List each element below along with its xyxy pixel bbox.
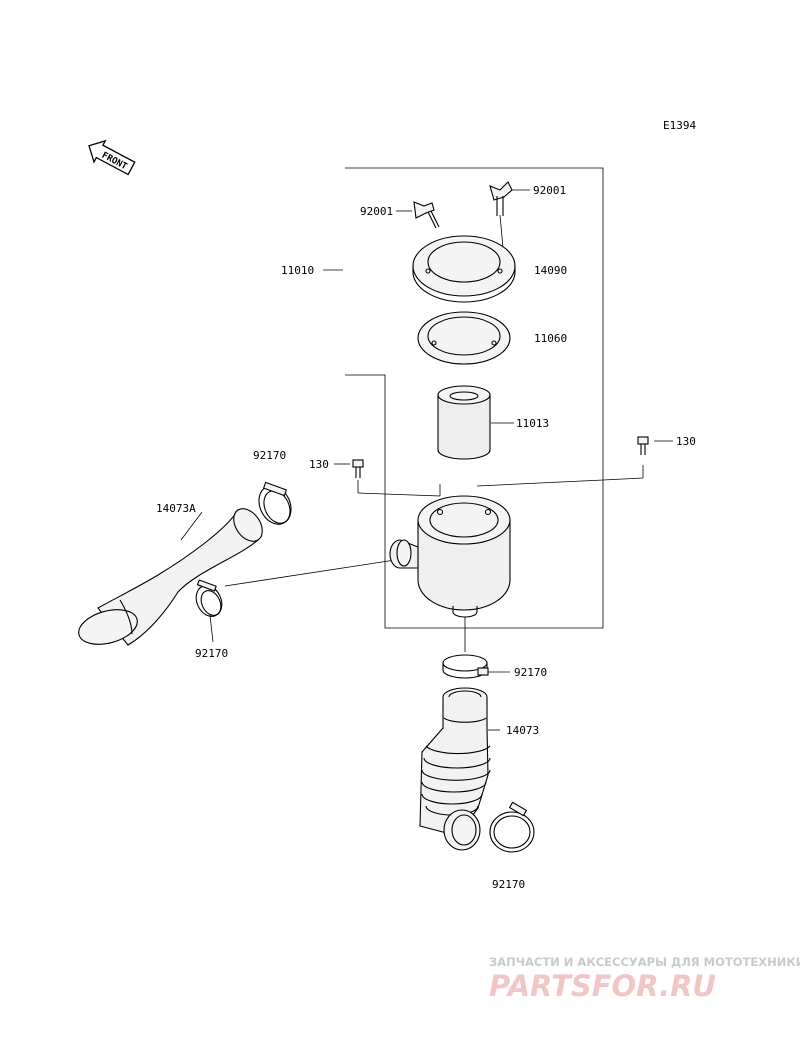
air-box-housing — [389, 495, 511, 618]
label-14090: 14090 — [534, 264, 567, 277]
label-92001-right: 92001 — [533, 184, 566, 197]
duct-14073a — [78, 508, 263, 646]
watermark-tagline: ЗАПЧАСТИ И АКСЕССУАРЫ ДЛЯ МОТОТЕХНИКИ — [489, 955, 800, 969]
label-11060: 11060 — [534, 332, 567, 345]
leader-lines — [180, 189, 673, 731]
label-130-right: 130 — [676, 435, 696, 448]
filter-element-11013 — [437, 385, 491, 460]
label-92170-bottom: 92170 — [492, 878, 525, 891]
part-labels: 92001 92001 11010 14090 11060 11013 130 … — [156, 184, 696, 891]
clamp-mid-left — [195, 579, 223, 617]
assembly-bracket — [345, 167, 644, 629]
duct-14073 — [419, 687, 491, 851]
gasket-11060 — [417, 311, 511, 365]
label-11010: 11010 — [281, 264, 314, 277]
bolt-right-130 — [637, 436, 649, 455]
label-14073: 14073 — [506, 724, 539, 737]
front-arrow-icon: FRONT — [88, 139, 136, 176]
bolt-left-130 — [352, 459, 364, 478]
label-92170-top: 92170 — [253, 449, 286, 462]
wing-bolt-left — [413, 201, 440, 229]
clamp-top — [258, 481, 292, 525]
label-11013: 11013 — [516, 417, 549, 430]
label-130-left: 130 — [309, 458, 329, 471]
watermark-logo: PARTSFOR.RU — [489, 969, 716, 1003]
label-14073a: 14073A — [156, 502, 196, 515]
cover-14090 — [412, 235, 516, 303]
diagram-code: E1394 — [663, 119, 696, 132]
label-92170-housing: 92170 — [514, 666, 547, 679]
wing-bolt-right — [489, 181, 513, 216]
clamp-housing — [442, 654, 489, 679]
label-92001-left: 92001 — [360, 205, 393, 218]
watermark: ЗАПЧАСТИ И АКСЕССУАРЫ ДЛЯ МОТОТЕХНИКИ PA… — [489, 955, 800, 1003]
label-92170-mid-left: 92170 — [195, 647, 228, 660]
clamp-bottom — [489, 801, 535, 853]
